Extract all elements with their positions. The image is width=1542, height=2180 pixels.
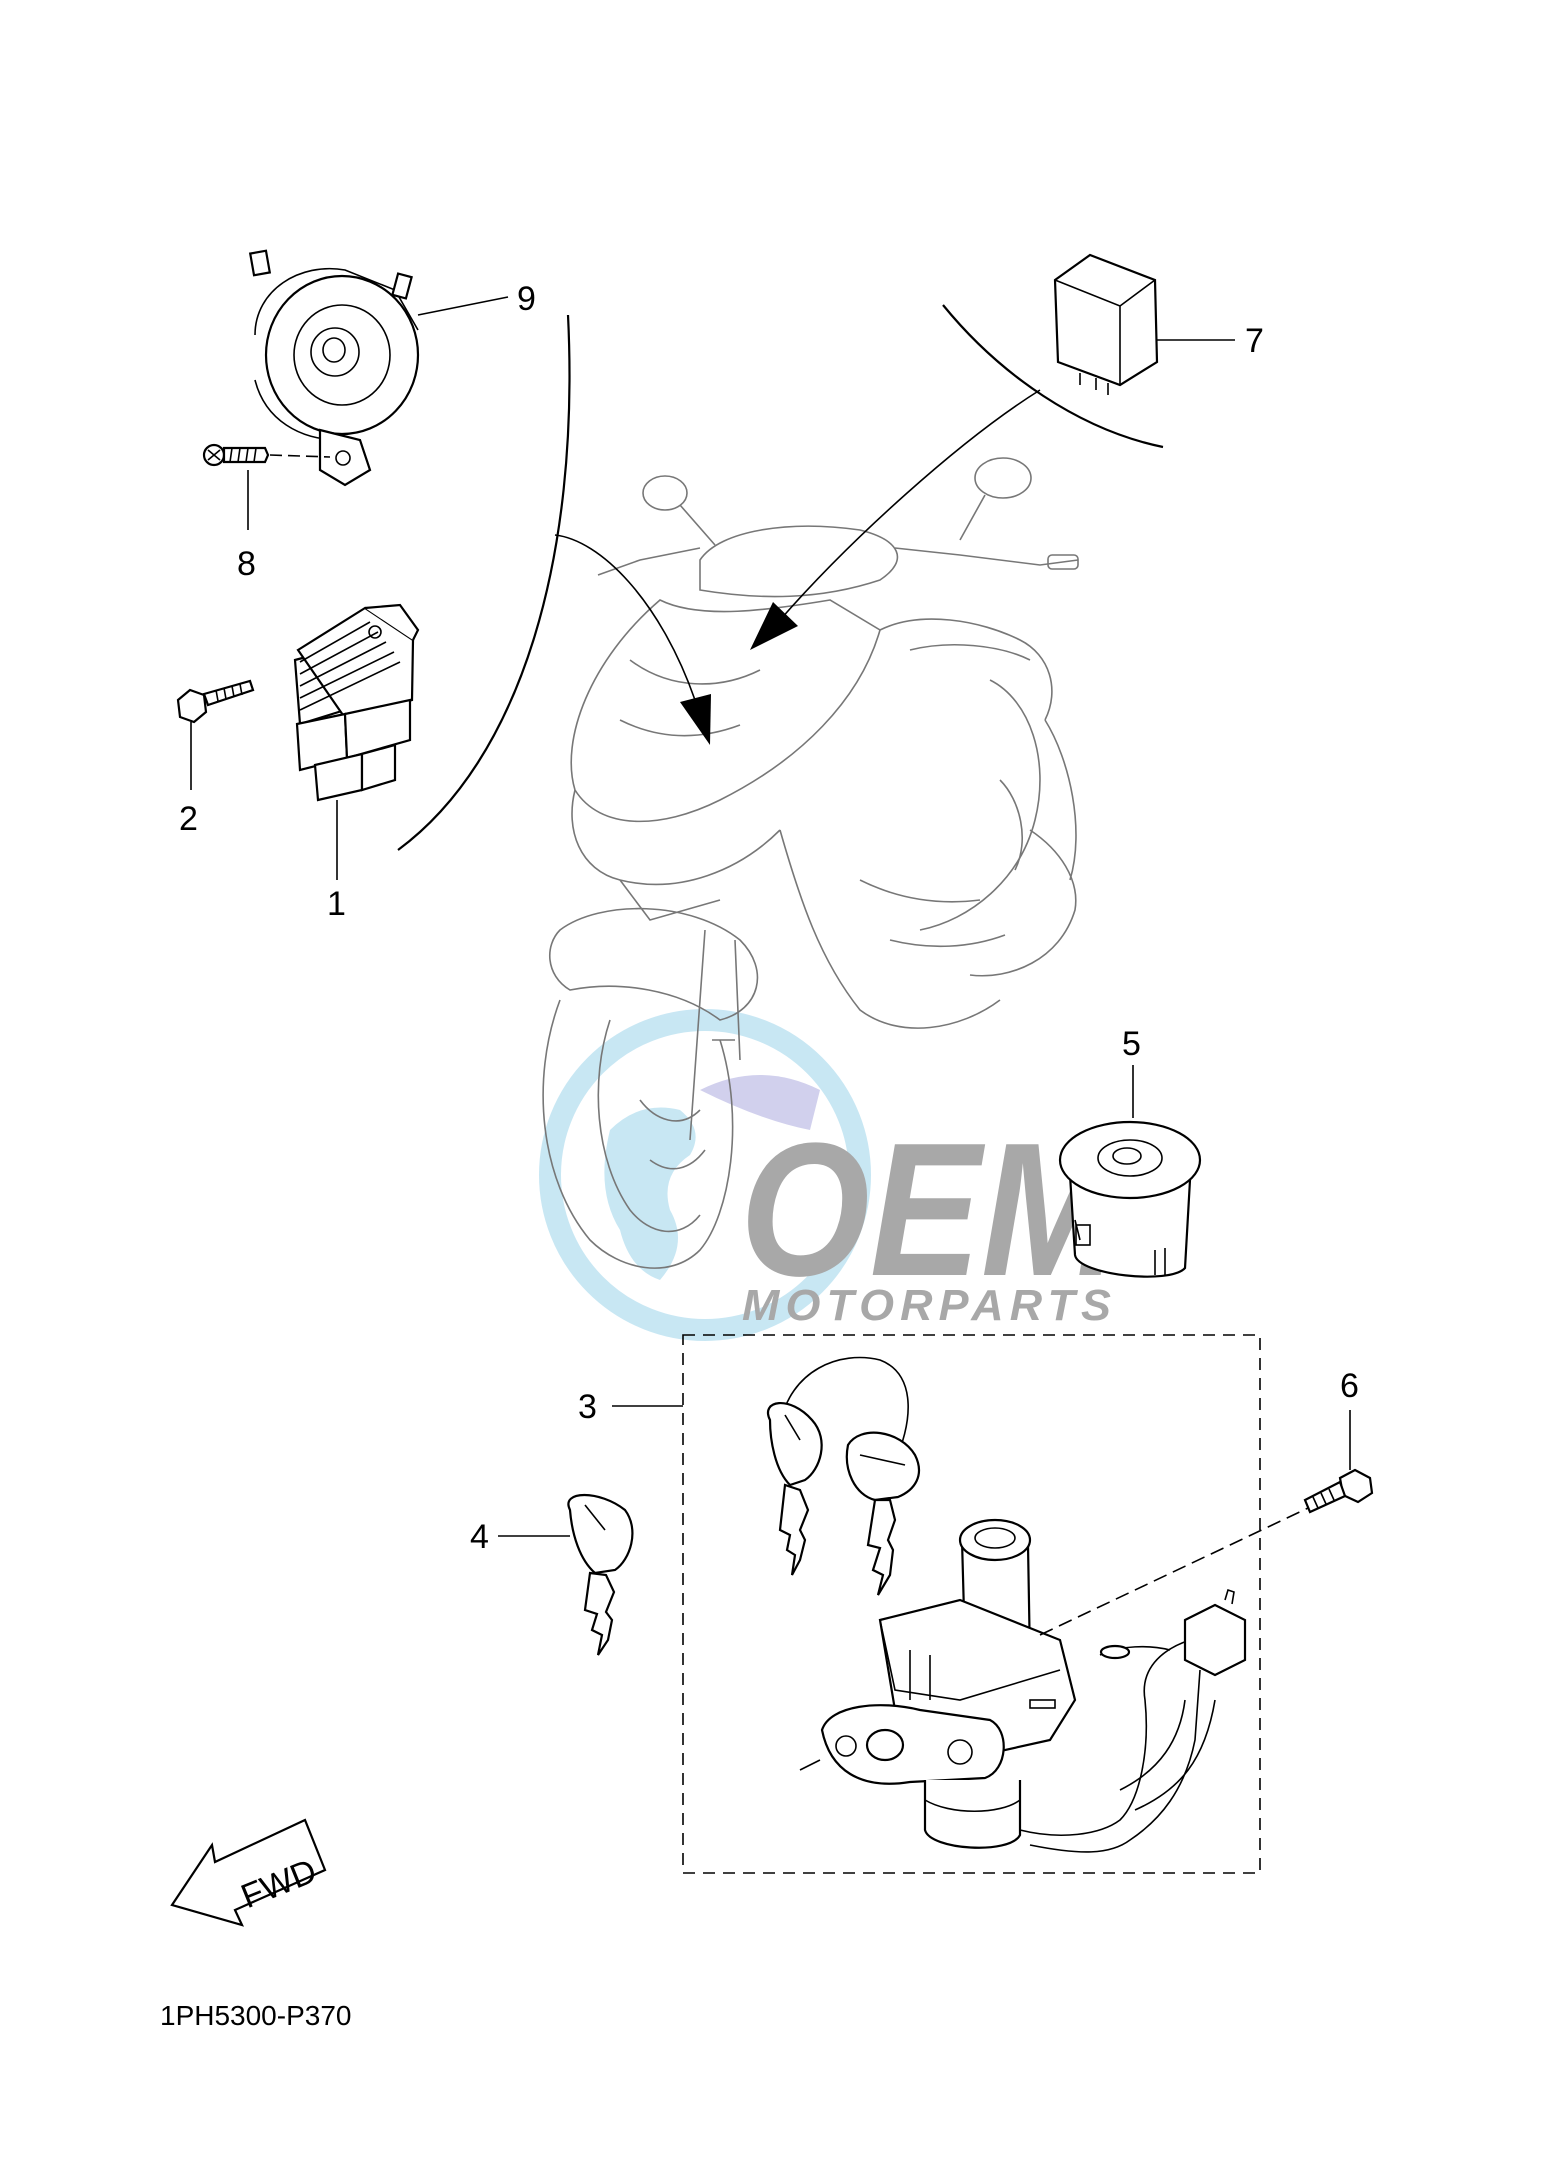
ignition-switch bbox=[799, 1518, 1247, 1853]
callout-9: 9 bbox=[517, 280, 536, 318]
callout-3: 3 bbox=[578, 1388, 597, 1426]
key-triangle bbox=[767, 1402, 823, 1576]
scooter-outline bbox=[542, 457, 1079, 1269]
regulator-bolt bbox=[176, 679, 255, 790]
area-curve-right bbox=[942, 304, 1164, 449]
callout-5: 5 bbox=[1122, 1025, 1141, 1063]
watermark-globe bbox=[539, 1009, 871, 1341]
forward-direction-arrow: FWD bbox=[170, 1818, 327, 1927]
watermark-brand: OEM bbox=[740, 1104, 1123, 1316]
area-curve-left bbox=[397, 314, 571, 851]
callout-4: 4 bbox=[470, 1518, 489, 1556]
main-switch-set bbox=[612, 1334, 1326, 1874]
arrow-to-relay bbox=[750, 389, 1041, 650]
horn bbox=[248, 249, 509, 487]
key-round bbox=[845, 1431, 921, 1596]
callout-2: 2 bbox=[179, 800, 198, 838]
spare-key bbox=[498, 1493, 634, 1656]
rectifier-regulator bbox=[293, 603, 420, 880]
arrow-to-regulator bbox=[554, 534, 711, 745]
watermark-subtitle: MOTORPARTS bbox=[742, 1281, 1117, 1330]
switch-bolt bbox=[1303, 1410, 1374, 1514]
callout-1: 1 bbox=[327, 885, 346, 923]
watermark-continents bbox=[604, 1107, 696, 1280]
horn-bolt bbox=[202, 443, 331, 530]
watermark: OEM MOTORPARTS bbox=[539, 1009, 1123, 1341]
callout-7: 7 bbox=[1245, 322, 1264, 360]
callout-6: 6 bbox=[1340, 1367, 1359, 1405]
callout-8: 8 bbox=[237, 545, 256, 583]
flasher-relay bbox=[1053, 253, 1235, 395]
diagram-code: 1PH5300-P370 bbox=[160, 2000, 351, 2031]
ignition-cover bbox=[1058, 1065, 1202, 1278]
